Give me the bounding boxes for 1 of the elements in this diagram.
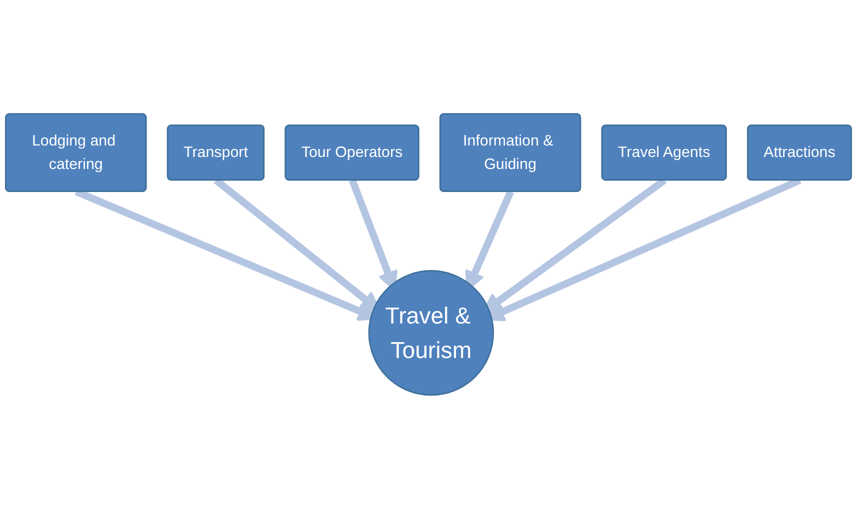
node-circle: Travel & Tourism bbox=[368, 270, 494, 396]
